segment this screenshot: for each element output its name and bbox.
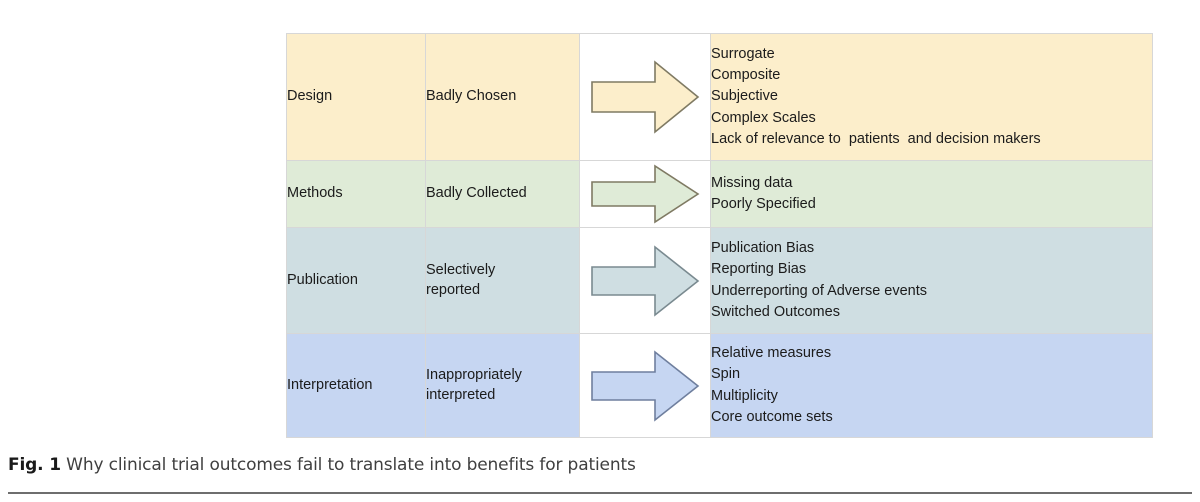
- outcome-item: Missing data: [711, 174, 793, 191]
- outcome-item: Composite: [711, 67, 781, 84]
- figure-caption-text: Why clinical trial outcomes fail to tran…: [60, 455, 636, 475]
- row-description-design: Badly Chosen: [425, 33, 580, 161]
- arrow-cell-design: [579, 33, 711, 161]
- outcome-item: Publication Bias: [711, 239, 815, 256]
- outcome-item: Spin: [711, 366, 741, 383]
- outcome-item: Poorly Specified: [711, 196, 816, 212]
- row-outcomes-interpretation: Relative measures Spin Multiplicity Core…: [710, 333, 1153, 438]
- outcome-item: Core outcome sets: [711, 408, 833, 425]
- arrow-cell-interpretation: [579, 333, 711, 438]
- right-arrow-icon: [580, 237, 710, 325]
- outcome-item: Reporting Bias: [711, 261, 807, 278]
- table-row: Methods Badly Collected Missing data Poo…: [286, 160, 1153, 228]
- arrow-cell-publication: [579, 227, 711, 334]
- row-category-publication: Publication: [286, 227, 426, 334]
- row-description-line: Selectively reported: [426, 262, 496, 298]
- outcome-item: Switched Outcomes: [711, 303, 840, 320]
- row-category-interpretation: Interpretation: [286, 333, 426, 438]
- right-arrow-icon: [580, 162, 710, 226]
- outcome-item: Multiplicity: [711, 387, 778, 404]
- right-arrow-icon: [580, 343, 710, 429]
- outcome-item: Surrogate: [711, 45, 775, 62]
- outcome-item: Lack of relevance to patients and decisi…: [711, 130, 1041, 147]
- figure-number: Fig. 1: [8, 455, 61, 475]
- table-row: Interpretation Inappropriately interpret…: [286, 333, 1153, 438]
- row-description-publication: Selectively reported: [425, 227, 580, 334]
- caption-divider: [8, 492, 1192, 494]
- row-outcomes-methods: Missing data Poorly Specified: [710, 160, 1153, 228]
- arrow-cell-methods: [579, 160, 711, 228]
- row-outcomes-publication: Publication Bias Reporting Bias Underrep…: [710, 227, 1153, 334]
- outcome-item: Underreporting of Adverse events: [711, 282, 928, 299]
- table-row: Publication Selectively reported Publica…: [286, 227, 1153, 334]
- right-arrow-icon: [580, 49, 710, 145]
- row-description-line: Inappropriately interpreted: [426, 367, 522, 403]
- row-description-interpretation: Inappropriately interpreted: [425, 333, 580, 438]
- outcome-item: Subjective: [711, 88, 778, 105]
- outcome-item: Complex Scales: [711, 109, 816, 126]
- outcome-item: Relative measures: [711, 344, 832, 361]
- row-category-design: Design: [286, 33, 426, 161]
- row-category-methods: Methods: [286, 160, 426, 228]
- figure-caption: Fig. 1 Why clinical trial outcomes fail …: [8, 455, 1192, 475]
- row-outcomes-design: Surrogate Composite Subjective Complex S…: [710, 33, 1153, 161]
- row-description-methods: Badly Collected: [425, 160, 580, 228]
- table-row: Design Badly Chosen Surrogate Composite …: [286, 33, 1153, 161]
- diagram-table: Design Badly Chosen Surrogate Composite …: [286, 33, 1153, 438]
